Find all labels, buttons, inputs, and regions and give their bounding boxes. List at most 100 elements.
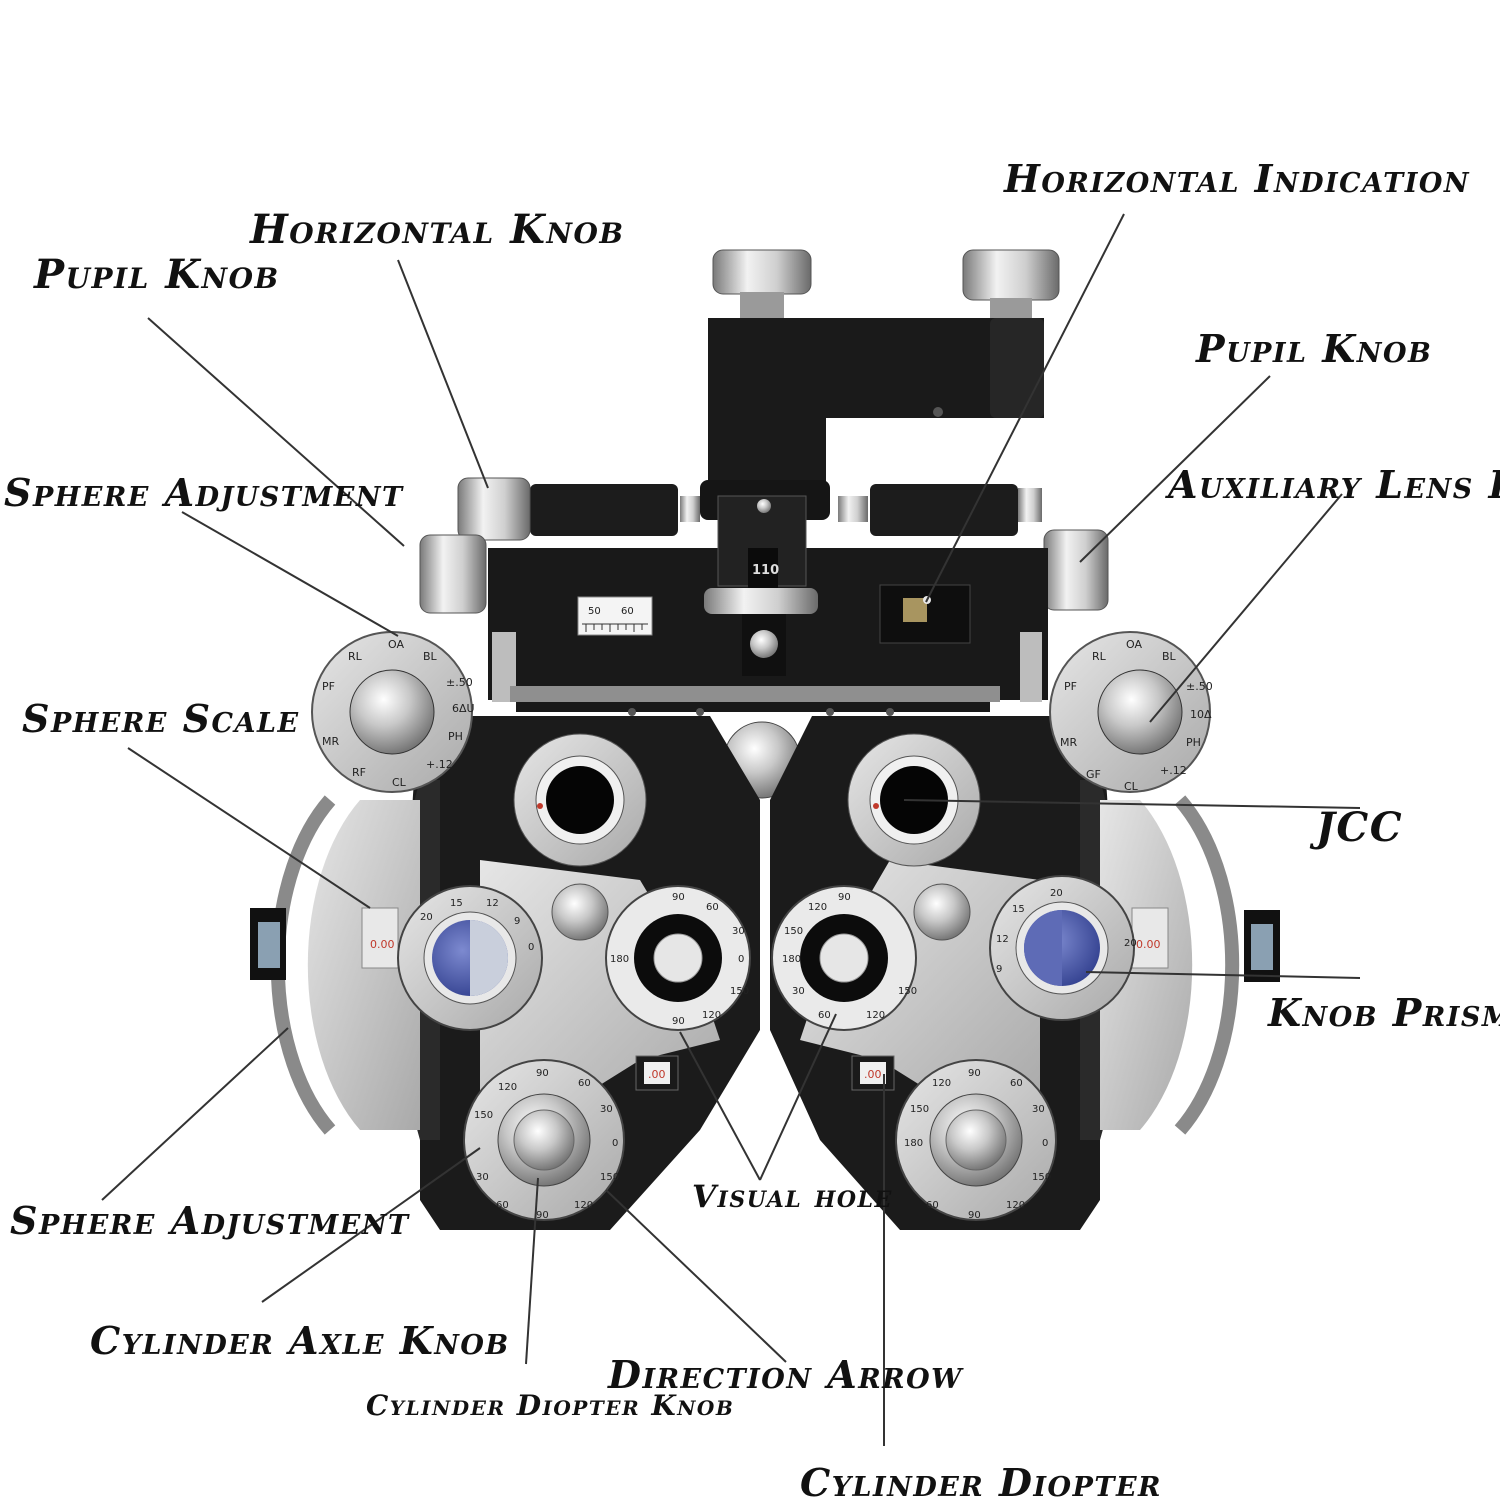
svg-text:30: 30	[1032, 1104, 1045, 1115]
visual-hole-dial-left: 90 60 30 0 150 120 90 180	[605, 885, 751, 1031]
svg-text:120: 120	[498, 1082, 517, 1093]
top-knob-right	[962, 249, 1060, 318]
svg-text:180: 180	[782, 954, 801, 965]
svg-text:RF: RF	[352, 766, 366, 779]
label-horizontal-knob: Horizontal Knob	[250, 206, 625, 253]
svg-text:60: 60	[706, 902, 719, 913]
svg-text:120: 120	[932, 1078, 951, 1089]
visual-hole-dial-right: 90 120 150 180 30 60 120 150	[771, 885, 917, 1031]
svg-text:20: 20	[1050, 888, 1063, 899]
label-pupil-knob-left: Pupil Knob	[34, 251, 280, 298]
pupil-knob-left-part	[419, 534, 487, 614]
label-horizontal-indication: Horizontal Indication	[1004, 156, 1471, 201]
prism-ring-right: 20 15 12 9 20	[989, 875, 1137, 1021]
pd-scale-60: 60	[621, 606, 634, 617]
svg-text:PH: PH	[448, 730, 463, 743]
svg-text:9: 9	[514, 916, 520, 927]
svg-text:150: 150	[1032, 1172, 1051, 1183]
svg-text:CL: CL	[1124, 780, 1139, 793]
svg-text:60: 60	[496, 1200, 509, 1211]
label-cylinder-diopter: Cylinder Diopter	[800, 1460, 1162, 1500]
svg-text:±.50: ±.50	[446, 676, 473, 689]
svg-text:10Δ: 10Δ	[1190, 708, 1212, 721]
svg-text:150: 150	[784, 926, 803, 937]
svg-text:0: 0	[528, 942, 534, 953]
svg-text:GF: GF	[1086, 768, 1101, 781]
svg-text:60: 60	[1010, 1078, 1023, 1089]
svg-text:90: 90	[672, 1016, 685, 1027]
svg-text:120: 120	[1006, 1200, 1025, 1211]
svg-text:30: 30	[792, 986, 805, 997]
svg-text:20: 20	[1124, 938, 1137, 949]
svg-text:.00: .00	[648, 1068, 666, 1081]
svg-text:90: 90	[672, 892, 685, 903]
label-cylinder-diopter-knob: Cylinder Diopter Knob	[366, 1389, 735, 1422]
svg-text:+.12: +.12	[1160, 764, 1187, 777]
pd-scale-window: 50 60	[577, 596, 653, 636]
svg-text:6ΔU: 6ΔU	[452, 702, 475, 715]
top-post-end	[990, 318, 1044, 418]
svg-text:150: 150	[898, 986, 917, 997]
label-jcc: JCC	[1316, 804, 1404, 851]
svg-text:0: 0	[1042, 1138, 1048, 1149]
svg-text:0: 0	[612, 1138, 618, 1149]
level-window	[879, 584, 971, 644]
svg-text:PH: PH	[1186, 736, 1201, 749]
label-direction-arrow: Direction Arrow	[608, 1352, 963, 1397]
svg-text:0: 0	[738, 954, 744, 965]
leader-lines	[101, 213, 1361, 1446]
label-sphere-adjustment-top: Sphere Adjustment	[4, 470, 404, 515]
svg-text:90: 90	[968, 1068, 981, 1079]
svg-text:90: 90	[536, 1210, 549, 1221]
svg-text:12: 12	[486, 898, 499, 909]
svg-text:150: 150	[600, 1172, 619, 1183]
cylinder-dial-left: 90 60 30 0 150 120 90 60 30 150 120	[463, 1059, 625, 1221]
svg-text:OA: OA	[1126, 638, 1142, 651]
svg-text:+.12: +.12	[426, 758, 453, 771]
svg-text:30: 30	[476, 1172, 489, 1183]
svg-text:150: 150	[910, 1104, 929, 1115]
svg-text:PF: PF	[322, 680, 335, 693]
svg-text:30: 30	[600, 1104, 613, 1115]
svg-text:60: 60	[926, 1200, 939, 1211]
svg-text:90: 90	[968, 1210, 981, 1221]
left-sphere-window: 0.00	[370, 938, 395, 951]
label-sphere-adjustment-bottom: Sphere Adjustment	[10, 1198, 410, 1243]
svg-text:120: 120	[866, 1010, 885, 1021]
svg-text:PF: PF	[1064, 680, 1077, 693]
svg-text:MR: MR	[1060, 736, 1077, 749]
svg-text:BL: BL	[1162, 650, 1177, 663]
pupil-knob-right-part	[1043, 529, 1109, 611]
left-rail	[530, 484, 678, 536]
svg-text:30: 30	[732, 926, 745, 937]
svg-text:OA: OA	[388, 638, 404, 651]
prism-ring-left: 20 15 12 9 0	[397, 885, 543, 1031]
pd-scale-50: 50	[588, 606, 601, 617]
svg-text:RL: RL	[1092, 650, 1107, 663]
svg-text:BL: BL	[423, 650, 438, 663]
svg-text:±.50: ±.50	[1186, 680, 1213, 693]
svg-text:120: 120	[808, 902, 827, 913]
jcc-ring-left	[513, 733, 647, 867]
label-cylinder-axle-knob: Cylinder Axle Knob	[90, 1318, 510, 1363]
svg-text:60: 60	[578, 1078, 591, 1089]
label-pupil-knob-right: Pupil Knob	[1196, 326, 1433, 371]
svg-text:150: 150	[730, 986, 749, 997]
label-knob-prismm: Knob Prismm	[1268, 990, 1500, 1035]
svg-text:90: 90	[838, 892, 851, 903]
center-plate-label: 110	[752, 563, 779, 578]
svg-text:.00: .00	[864, 1068, 882, 1081]
svg-text:60: 60	[818, 1010, 831, 1021]
label-auxiliary-lens-knob: Auxiliary Lens Knob	[1168, 462, 1500, 507]
svg-text:15: 15	[1012, 904, 1025, 915]
svg-text:RL: RL	[348, 650, 363, 663]
aux-dial-left: OA BL ±.50 6ΔU PH +.12 CL RF MR PF RL	[311, 631, 475, 793]
svg-text:150: 150	[474, 1110, 493, 1121]
top-knob-left	[712, 249, 812, 318]
svg-text:MR: MR	[322, 735, 339, 748]
svg-text:120: 120	[574, 1200, 593, 1211]
right-sphere-window: 0.00	[1136, 938, 1161, 951]
cyl-window-left: .00	[635, 1055, 679, 1091]
